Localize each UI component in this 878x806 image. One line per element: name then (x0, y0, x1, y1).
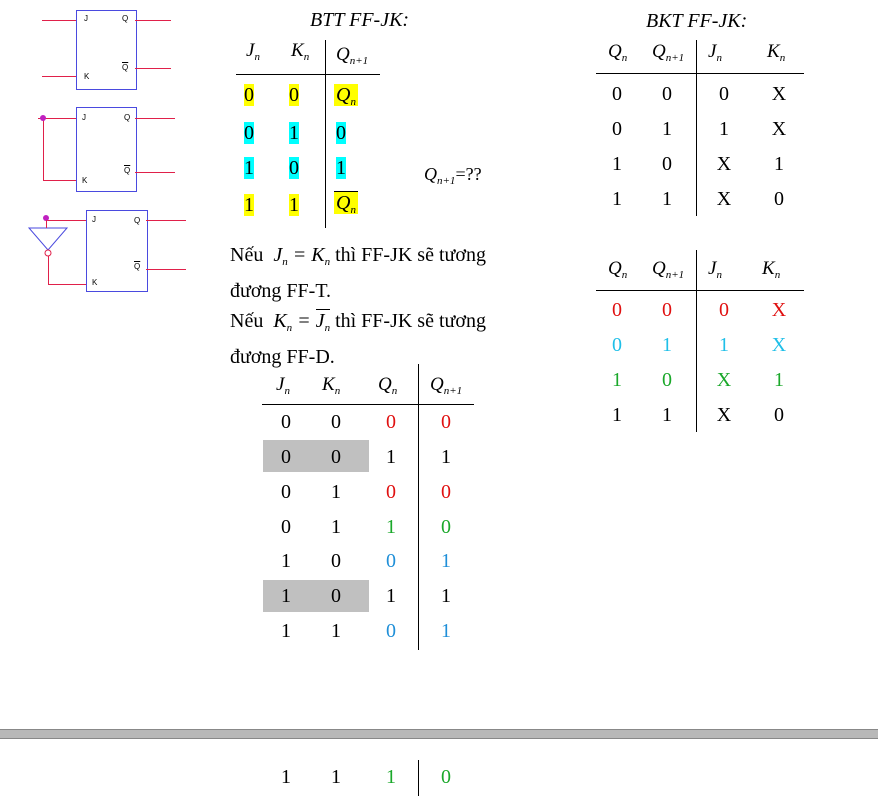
ff1-k-label: K (84, 72, 90, 81)
gray-row-1 (263, 440, 369, 472)
ff3-j-label: J (92, 215, 96, 224)
qn1-question: Qn+1=?? (424, 164, 482, 187)
btt-title: BTT FF-JK: (310, 9, 410, 31)
ff2-qbar-label: Q (124, 166, 131, 175)
ff3-k-label: K (92, 278, 98, 287)
page-separator (0, 729, 878, 739)
note-ff-t: Nếu Jn = Kn thì FF-JK sẽ tương đương FF-… (230, 244, 486, 302)
ff2-k-label: K (82, 176, 88, 185)
gray-row-2 (263, 580, 369, 612)
ff1-j-label: J (84, 14, 88, 23)
ff2-j-label: J (82, 113, 86, 122)
ff3-qbar-label: Q (134, 262, 141, 271)
ff1-q-label: Q (122, 14, 129, 23)
ff1-qbar-label: Q (122, 63, 129, 72)
bkt-title: BKT FF-JK: (646, 10, 748, 32)
ff2-q-label: Q (124, 113, 131, 122)
inverter-icon (27, 227, 69, 257)
note-ff-d: Nếu Kn = Jn thì FF-JK sẽ tương đương FF-… (230, 309, 486, 368)
ff3-q-label: Q (134, 216, 141, 225)
